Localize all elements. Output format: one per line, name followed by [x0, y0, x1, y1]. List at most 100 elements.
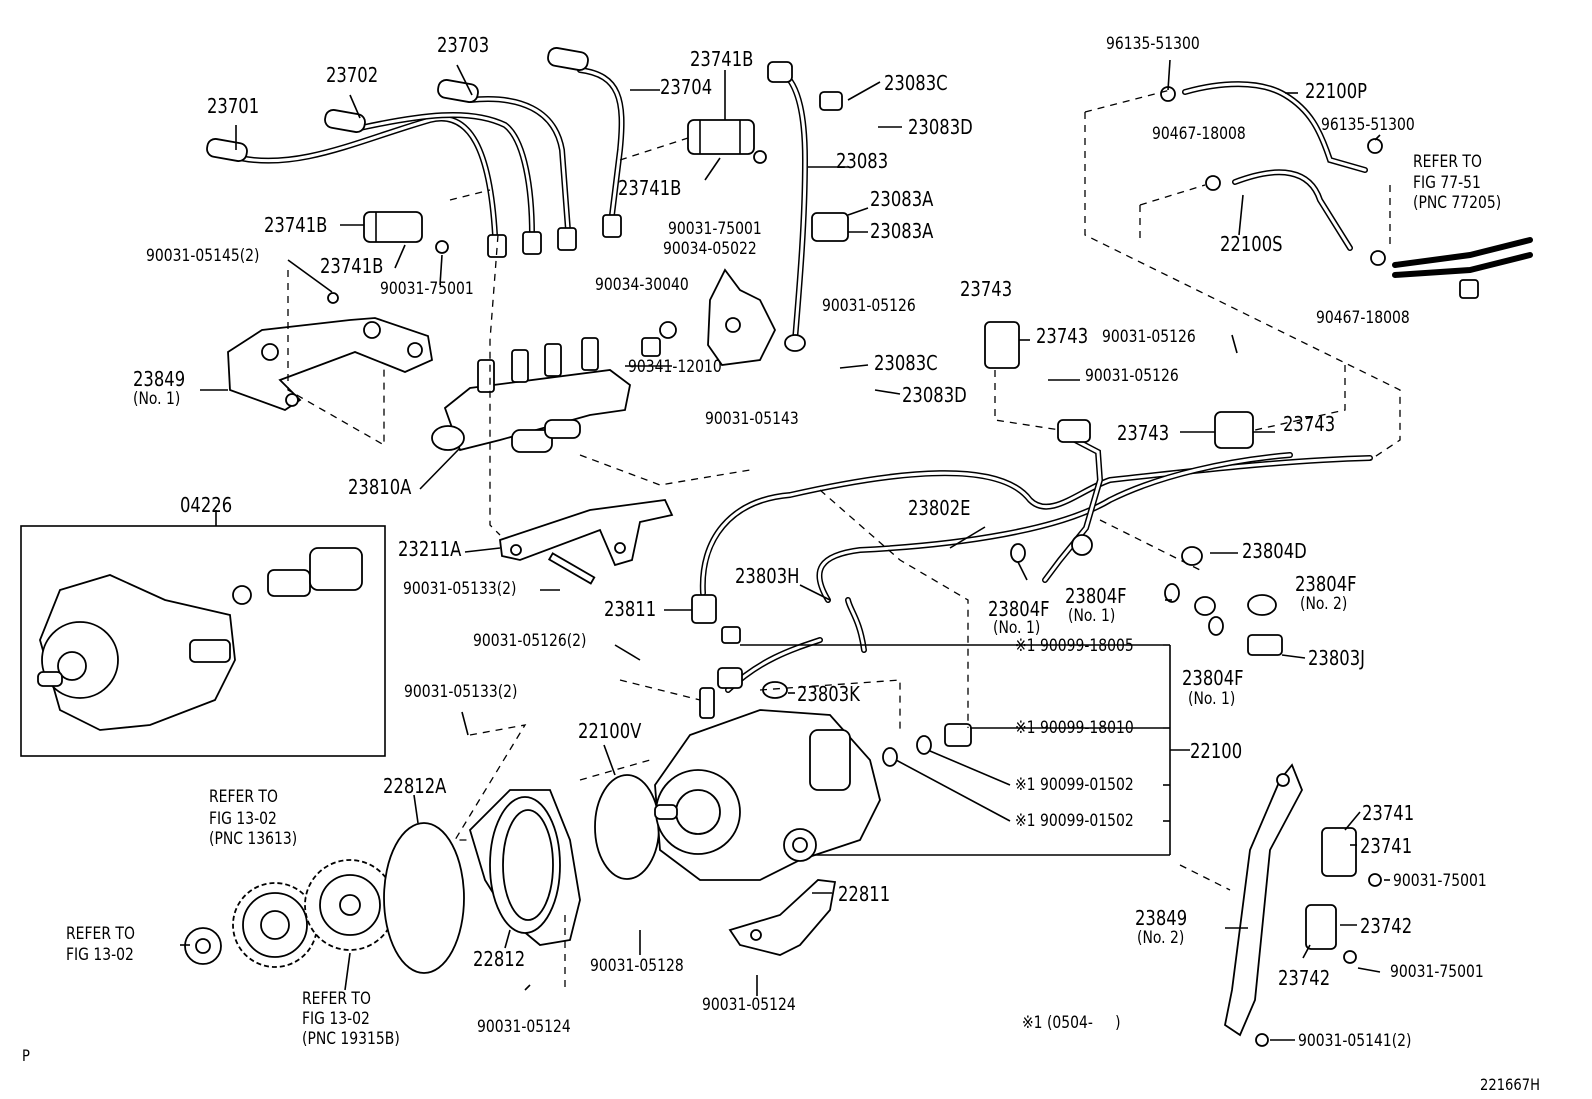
part-label-23083C-b: 23083C — [874, 351, 938, 375]
bracket-23849-no1 — [227, 292, 434, 412]
part-label-23849-no1: 23849 — [133, 367, 186, 391]
part-label-23741B-mid: 23741B — [618, 176, 682, 200]
reference-fig-77-51-line1[interactable]: REFER TO — [1413, 152, 1482, 172]
part-label-23804F-d: 23804F — [1182, 666, 1244, 690]
supply-pump-22100 — [654, 687, 881, 881]
part-label-23702: 23702 — [326, 63, 379, 87]
clamps-23743 — [984, 321, 1254, 449]
part-label-23804F-c: 23804F — [1295, 572, 1357, 596]
part-label-22100P: 22100P — [1305, 79, 1368, 103]
bolt-label-90099-18010: ※1 90099-18010 — [1015, 718, 1134, 738]
part-label-23741-b: 23741 — [1360, 834, 1413, 858]
applicability-note: ※1 (0504- ) — [1022, 1013, 1121, 1033]
bolt-label-90031-05133-a: 90031-05133(2) — [403, 579, 517, 599]
part-label-22100S: 22100S — [1220, 232, 1283, 256]
part-label-23701: 23701 — [207, 94, 260, 118]
bracket-22811 — [728, 879, 837, 956]
part-label-23810A: 23810A — [348, 475, 412, 499]
part-note-23804F-b: (No. 1) — [1068, 606, 1116, 626]
inset-04226 — [20, 510, 386, 757]
bolt-label-96135-51300-a: 96135-51300 — [1106, 34, 1200, 54]
part-label-23083: 23083 — [836, 149, 889, 173]
part-label-23741B-left: 23741B — [264, 213, 328, 237]
bolt-label-90099-01502-a: ※1 90099-01502 — [1015, 775, 1134, 795]
part-note-23804F-a: (No. 1) — [993, 618, 1041, 638]
part-label-23743-a: 23743 — [960, 277, 1013, 301]
bolt-label-90031-05126-b: 90031-05126 — [1102, 327, 1196, 347]
part-note-23849-no2: (No. 2) — [1137, 928, 1185, 948]
bolt-label-90467-18008-b: 90467-18008 — [1316, 308, 1410, 328]
bolt-label-90099-01502-b: ※1 90099-01502 — [1015, 811, 1134, 831]
part-label-23704: 23704 — [660, 75, 713, 99]
part-note-23804F-d: (No. 1) — [1188, 689, 1236, 709]
reference-fig-13-02-pnc-19315b-line2[interactable]: FIG 13-02 — [302, 1009, 370, 1029]
part-label-23802E: 23802E — [908, 496, 971, 520]
part-label-22100: 22100 — [1190, 739, 1243, 763]
part-label-23083A-a: 23083A — [870, 187, 934, 211]
fuel-lines — [691, 419, 1373, 693]
part-label-23743-c: 23743 — [1117, 421, 1170, 445]
bolt-label-90467-18008-a: 90467-18008 — [1152, 124, 1246, 144]
pipe-23083 — [767, 61, 849, 352]
part-label-23803K: 23803K — [797, 682, 860, 706]
common-rail-23810A — [431, 337, 631, 453]
bolt-label-90031-05126-a: 90031-05126 — [822, 296, 916, 316]
bolt-label-90031-75001-b: 90031-75001 — [380, 279, 474, 299]
part-label-22811: 22811 — [838, 882, 891, 906]
bolt-label-90034-30040: 90034-30040 — [595, 275, 689, 295]
reference-fig-13-02-pnc-13613-line1[interactable]: REFER TO — [209, 787, 278, 807]
bracket-23211A — [499, 499, 674, 585]
part-note-23804F-c: (No. 2) — [1300, 594, 1348, 614]
part-label-23811: 23811 — [604, 597, 657, 621]
part-label-23742-a: 23742 — [1360, 914, 1413, 938]
bolt-label-90031-75001-c: 90031-75001 — [1393, 871, 1487, 891]
bolt-label-90031-05126-c: 90031-05126 — [1085, 366, 1179, 386]
reference-fig-13-02-pnc-19315b-line1[interactable]: REFER TO — [302, 989, 371, 1009]
illustration-code: 221667H — [1480, 1075, 1540, 1094]
bolt-label-90031-75001-a: 90031-75001 — [668, 219, 762, 239]
corner-mark: P — [22, 1046, 30, 1065]
bolt-label-90031-05133-b: 90031-05133(2) — [404, 682, 518, 702]
pipe-clamps — [363, 119, 767, 254]
part-label-23803H: 23803H — [735, 564, 800, 588]
part-label-22812: 22812 — [473, 947, 526, 971]
reference-fig-13-02-pnc-19315b-line3[interactable]: (PNC 19315B) — [302, 1029, 400, 1049]
bolt-label-90341-12010: 90341-12010 — [628, 357, 722, 377]
part-note-23849-no1: (No. 1) — [133, 389, 181, 409]
reference-fig-13-02-line2[interactable]: FIG 13-02 — [66, 945, 134, 965]
reference-fig-13-02-pnc-13613-line3[interactable]: (PNC 13613) — [209, 829, 298, 849]
part-label-23741B-top: 23741B — [690, 47, 754, 71]
part-label-23804D: 23804D — [1242, 539, 1307, 563]
part-label-23743-b: 23743 — [1036, 324, 1089, 348]
rail-bracket — [641, 268, 777, 366]
bolt-label-90031-05141: 90031-05141(2) — [1298, 1031, 1412, 1051]
reference-fig-13-02-line1[interactable]: REFER TO — [66, 924, 135, 944]
part-label-23703: 23703 — [437, 33, 490, 57]
part-label-23741-a: 23741 — [1362, 801, 1415, 825]
reference-fig-77-51-line3[interactable]: (PNC 77205) — [1413, 193, 1502, 213]
part-label-23742-b: 23742 — [1278, 966, 1331, 990]
reference-fig-77-51-line2[interactable]: FIG 77-51 — [1413, 173, 1481, 193]
flange-22812 — [468, 789, 581, 946]
bolt-label-90031-75001-d: 90031-75001 — [1390, 962, 1484, 982]
part-label-23849-no2: 23849 — [1135, 906, 1188, 930]
part-label-23804F-a: 23804F — [988, 597, 1050, 621]
part-label-23803J: 23803J — [1308, 646, 1366, 670]
part-label-23741B-left2: 23741B — [320, 254, 384, 278]
leader-lines — [180, 59, 1390, 1041]
part-label-23083D-b: 23083D — [902, 383, 967, 407]
part-label-23083D-a: 23083D — [908, 115, 973, 139]
injection-pipes — [206, 47, 625, 258]
banjo-fittings — [717, 543, 1283, 767]
part-label-22100V: 22100V — [578, 719, 642, 743]
part-label-23083A-b: 23083A — [870, 219, 934, 243]
reference-fig-13-02-pnc-13613-line2[interactable]: FIG 13-02 — [209, 809, 277, 829]
bracket-23849-no2 — [1223, 763, 1382, 1047]
bolt-label-90031-05124-a: 90031-05124 — [477, 1017, 571, 1037]
bolt-label-90031-05126-2: 90031-05126(2) — [473, 631, 587, 651]
gears — [184, 859, 396, 968]
bolt-label-96135-51300-b: 96135-51300 — [1321, 115, 1415, 135]
o-rings — [383, 774, 660, 974]
bolt-label-90031-05128: 90031-05128 — [590, 956, 684, 976]
